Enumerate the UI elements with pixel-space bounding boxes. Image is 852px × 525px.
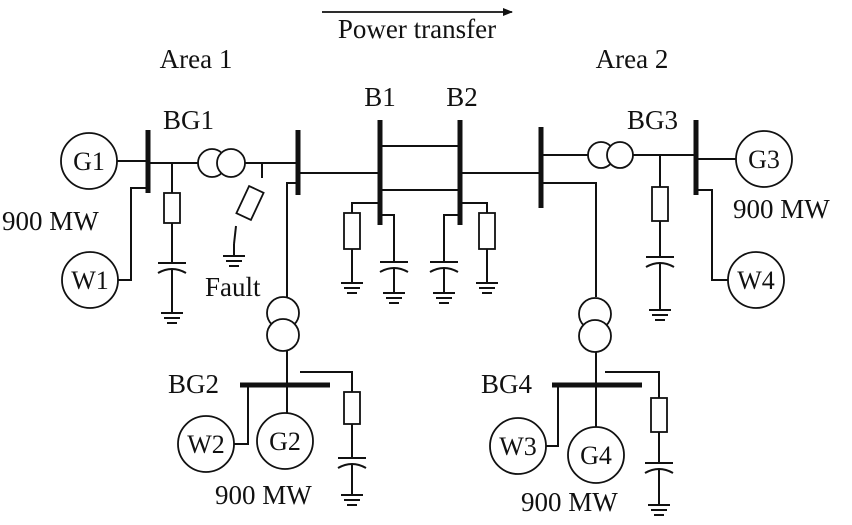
ground-icon [161,312,183,324]
generator-g4-label: G4 [580,441,612,470]
wind-farm-w4-label: W4 [737,266,775,295]
area1-label: Area 1 [160,44,233,74]
ground-icon [223,255,245,267]
g2-rating: 900 MW [215,480,312,510]
transformer-area1-gen2-b [266,318,300,352]
area2-label: Area 2 [596,44,669,74]
ground-icon [341,282,363,294]
ground-icon [383,292,405,304]
g4-rating: 900 MW [521,487,618,517]
generator-g2 [256,412,314,470]
transformer-area1-gen1-b [216,148,246,178]
wind-farm-w3-label: W3 [499,432,537,461]
bus-bg4-label: BG4 [481,369,533,399]
fault-label: Fault [205,272,261,302]
fault-impedance [235,184,265,222]
power-transfer-label: Power transfer [338,14,496,44]
transformer-area2-gen4-b [578,319,612,353]
bus-bg2-label: BG2 [168,369,219,399]
ground-icon [433,292,455,304]
bus-b1-label: B1 [364,82,396,112]
bus-b2-label: B2 [446,82,478,112]
generator-g4 [567,426,625,484]
load-b2 [478,212,496,250]
wind-farm-w1-label: W1 [71,266,109,295]
g3-rating: 900 MW [733,194,830,224]
generator-g3-label: G3 [748,145,780,174]
bus-bg1-label: BG1 [163,105,214,135]
load-b1 [343,212,361,250]
generator-g3 [735,130,793,188]
ground-icon [648,504,670,516]
load-bg2 [343,391,361,425]
wind-farm-w4 [727,251,785,309]
load-bg1 [163,192,181,224]
wind-farm-w3 [489,417,547,475]
generator-g2-label: G2 [269,427,301,456]
g1-rating: 900 MW [2,206,99,236]
ground-icon [476,282,498,294]
bus-bg3-label: BG3 [627,105,678,135]
ground-icon [341,494,363,506]
generator-g1-label: G1 [73,147,105,176]
transformer-area2-gen3-b [606,141,634,169]
load-bg3 [651,186,669,222]
wind-farm-w2-label: W2 [187,430,225,459]
ground-icon [649,309,671,321]
wind-farm-w2 [177,415,235,473]
load-bg4 [650,397,668,433]
